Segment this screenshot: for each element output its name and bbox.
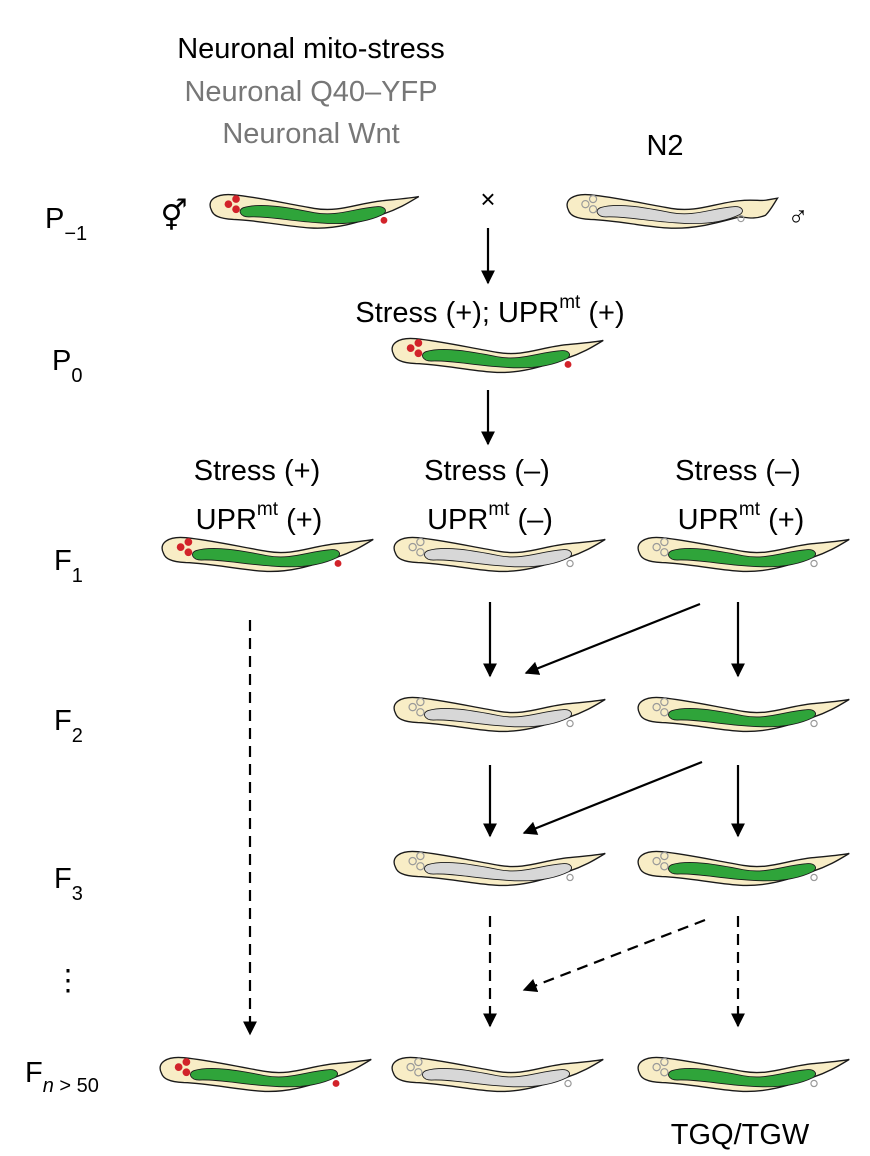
header-partner-n2: N2 [646, 130, 683, 162]
gen-label-ellipsis: ⋮ [54, 965, 83, 997]
arrows [243, 228, 745, 1036]
arrow-f3-right-to-fn-mid [522, 918, 706, 992]
f1-stress-label: Stress (–) [424, 455, 550, 487]
worm-f3-upr-only [637, 850, 850, 887]
tail-neuron-dot [380, 216, 388, 224]
neuron-dot [224, 200, 233, 208]
worm-p-minus1-n2-male [566, 193, 779, 229]
p0-sup: mt [559, 292, 581, 313]
f1-upr-label: UPRmt (–) [427, 499, 553, 536]
gen-label-f1: F1 [54, 545, 83, 587]
worm-fn-upr-only [637, 1056, 850, 1093]
arrow-f1-right-to-f2-mid [524, 602, 701, 675]
worm-f1-no-upr [393, 536, 606, 573]
f1-stress-label: Stress (+) [194, 455, 321, 487]
footer-strain-label: TGQ/TGW [671, 1119, 810, 1151]
p0-condition-label: Stress (+); UPRmt (+) [355, 292, 624, 329]
f1-upr-label: UPRmt (+) [678, 499, 805, 536]
p0-tail: (+) [580, 297, 624, 329]
header-line-wnt: Neuronal Wnt [222, 118, 399, 150]
gen-label-sub: 0 [71, 365, 82, 387]
header-line-mito-stress: Neuronal mito-stress [177, 33, 445, 65]
f1-upr-label: UPRmt (+) [196, 499, 323, 536]
gen-label-sub: −1 [64, 223, 87, 245]
worm-f3-no-upr [393, 850, 606, 887]
gen-label-p-minus1: P−1 [45, 203, 87, 245]
gen-label-sub: 2 [72, 725, 83, 747]
gen-label-sub-n: n [43, 1075, 54, 1097]
worm-f2-no-upr [393, 696, 606, 733]
gen-label-base: F [54, 863, 72, 895]
hermaphrodite-icon: ⚥ [160, 198, 187, 233]
gen-label-fn: Fn > 50 [25, 1057, 99, 1097]
cross-icon: × [480, 184, 495, 214]
f1-condition-right: Stress (–) UPRmt (+) [675, 455, 804, 536]
worm-f2-upr-only [637, 696, 850, 733]
gen-label-p0: P0 [52, 345, 82, 387]
f1-condition-middle: Stress (–) UPRmt (–) [424, 455, 553, 536]
f1-condition-left: Stress (+) UPRmt (+) [194, 455, 323, 536]
gen-label-sub: 3 [72, 883, 83, 905]
neuron-dot [232, 205, 240, 214]
arrow-f2-right-to-f3-mid [522, 760, 703, 835]
neuron-dot [232, 195, 240, 203]
worm-p-minus1-stressed [209, 193, 420, 229]
header-line-q40-yfp: Neuronal Q40–YFP [184, 76, 437, 108]
f1-stress-label: Stress (–) [675, 455, 801, 487]
worm-f1-upr-only [637, 536, 850, 573]
worm-p0-stressed [391, 337, 604, 374]
gen-label-base: F [54, 705, 72, 737]
gen-label-base: P [45, 203, 64, 235]
gen-label-f3: F3 [54, 863, 83, 905]
worm-fn-no-upr [391, 1056, 604, 1093]
worm-f1-stressed [161, 536, 374, 573]
worm-fn-stressed [159, 1056, 372, 1093]
gen-label-base: F [25, 1057, 43, 1089]
gen-label-base: F [54, 545, 72, 577]
gen-label-sub: 1 [72, 565, 83, 587]
gen-label-base: P [52, 345, 71, 377]
gen-label-sub-rest: > 50 [54, 1075, 99, 1097]
male-icon: ♂ [788, 201, 809, 232]
p0-stress: Stress (+); UPR [355, 297, 559, 329]
gen-label-f2: F2 [54, 705, 83, 747]
